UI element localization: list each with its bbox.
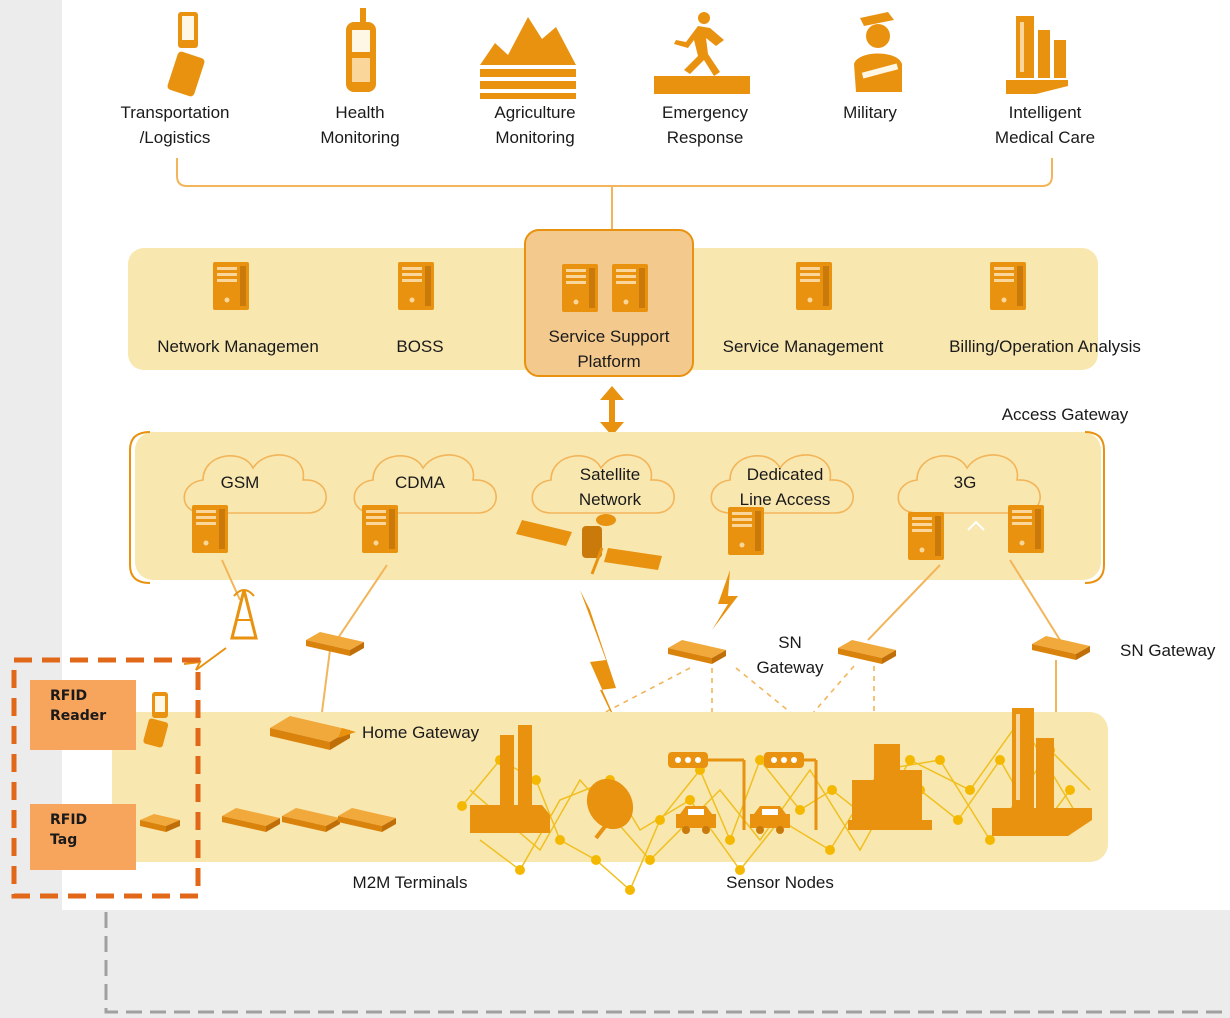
office-tower-icon [992, 708, 1092, 836]
platform-label-service-management: Service Management [722, 337, 884, 356]
sn-gateway-hub-icon [668, 640, 726, 664]
access-bracket-right [1084, 431, 1105, 584]
application-label-health: Health Monitoring [320, 103, 400, 147]
billing-server-icon [990, 262, 1026, 310]
cdma-server-icon [362, 505, 398, 553]
residential-buildings-icon [848, 744, 932, 830]
network-label-dedicated-line: Dedicated Line Access [739, 465, 831, 509]
mountain-field-icon [480, 17, 576, 99]
application-label-military: Military [843, 103, 897, 122]
cell-tower-icon [230, 589, 258, 640]
lightning-bolt-small-icon [712, 570, 738, 630]
traffic-light-icon [668, 752, 746, 830]
sn-gateway-hub-icon [838, 640, 896, 664]
application-label-emergency: Emergency Response [662, 103, 748, 147]
home-gateway-label: Home Gateway [362, 723, 480, 742]
sn-gateway-hub-icon [1032, 636, 1090, 660]
application-label-agriculture: Agriculture Monitoring [494, 103, 576, 147]
application-label-medical-care: Intelligent Medical Care [994, 103, 1096, 147]
3g-server-right-icon [1008, 505, 1044, 553]
application-label-transportation: Transportation /Logistics [120, 103, 230, 147]
soldier-icon [854, 12, 902, 92]
3g-server-left-icon [908, 512, 944, 560]
network-label-satellite: Satellite Network [578, 465, 642, 509]
platform-label-billing: Billing/Operation Analysis [949, 337, 1141, 356]
lightning-bolt-icon [580, 590, 628, 748]
network-management-server-icon [213, 262, 249, 310]
network-label-gsm: GSM [220, 473, 260, 492]
m2m-terminals-label: M2M Terminals [352, 873, 468, 892]
access-bracket-left [129, 431, 151, 584]
gsm-server-icon [192, 505, 228, 553]
rfid-tag-device-icon [140, 814, 180, 832]
pointer-arrow-icon [338, 728, 356, 738]
platform-label-boss: BOSS [396, 337, 444, 356]
rfid-reader-label: RFID Reader [30, 680, 136, 750]
access-gateway-title: Access Gateway [1001, 405, 1129, 424]
sn-gateway-label: SN Gateway [756, 633, 824, 677]
wireless-link-icon [183, 647, 227, 671]
platform-label-service-support: Service Support Platform [548, 327, 670, 371]
factory-icon [470, 725, 550, 833]
rfid-reader-device-icon [143, 692, 169, 748]
platform-label-network-management: Network Managemen [157, 337, 319, 356]
boss-server-icon [398, 262, 434, 310]
car-icon [676, 806, 716, 834]
running-person-icon [654, 12, 750, 94]
satellite-icon [516, 514, 662, 575]
dedicated-line-server-icon [728, 507, 764, 555]
network-hub-icon [306, 632, 364, 656]
mobile-phone-icon [346, 8, 376, 92]
hospital-building-icon [1006, 16, 1068, 94]
gray-dashed-guide [104, 912, 1230, 1014]
double-arrow-icon [600, 386, 624, 436]
satellite-dish-icon [586, 778, 634, 840]
traffic-light-icon [764, 752, 818, 830]
application-bracket [176, 158, 1053, 187]
network-label-3g: 3G [953, 473, 977, 492]
rfid-tag-label: RFID Tag [30, 804, 136, 870]
sn-gateway-label-right: SN Gateway [1120, 641, 1216, 660]
service-management-server-icon [796, 262, 832, 310]
flip-phone-icon [167, 12, 205, 97]
sensor-nodes-label: Sensor Nodes [726, 873, 834, 892]
rfid-dashed-frame [11, 657, 201, 899]
car-icon [750, 806, 790, 834]
network-label-cdma: CDMA [394, 473, 446, 492]
